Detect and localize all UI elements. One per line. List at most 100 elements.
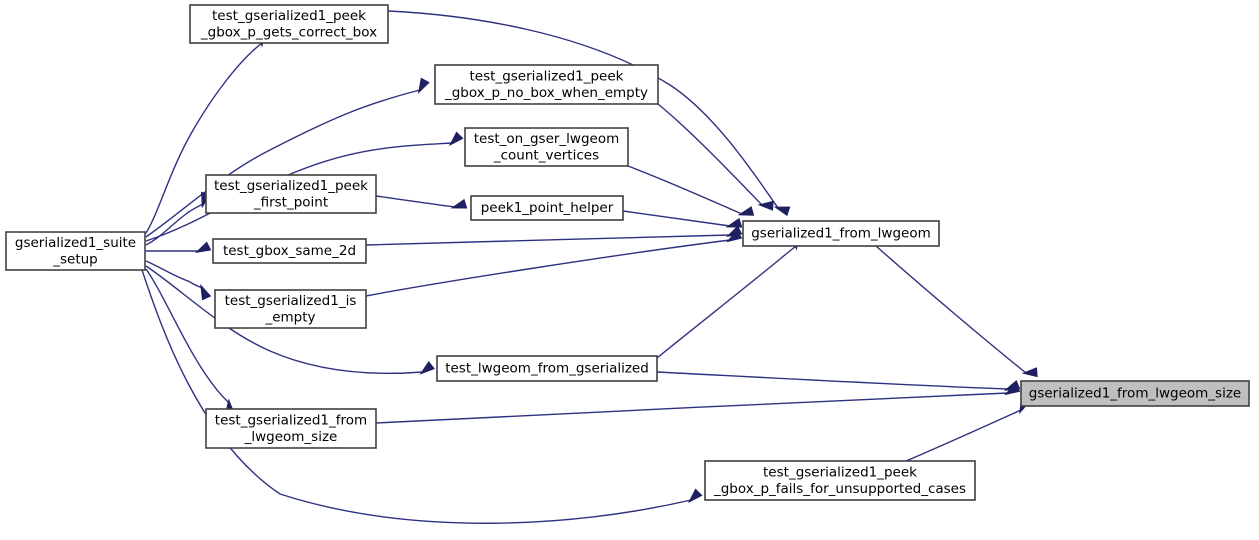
edge-gbox_same_2d-to-gserialized1_from_lwgeom	[365, 225, 743, 246]
edge-suite_setup-to-peek_gbox_no_box_when_empty	[145, 77, 430, 238]
node-test_from_lwgeom_size[interactable]: test_gserialized1_from_lwgeom_size	[205, 408, 377, 449]
node-label: test_gserialized1_is	[225, 293, 357, 309]
edge-lwgeom_from_gserialized-to-gserialized1_from_lwgeom	[656, 234, 800, 359]
arrowhead	[726, 229, 743, 243]
arrowhead	[450, 198, 468, 209]
node-box[interactable]	[742, 220, 940, 247]
node-is_empty[interactable]: test_gserialized1_is_empty	[214, 289, 367, 329]
node-label: _gbox_p_no_box_when_empty	[444, 85, 648, 101]
edge-line	[145, 203, 204, 246]
node-label: test_gserialized1_peek	[470, 68, 624, 84]
edge-suite_setup-to-is_empty	[145, 260, 212, 301]
node-box[interactable]	[436, 355, 658, 382]
edge-line	[145, 42, 263, 234]
node-box[interactable]	[5, 231, 146, 271]
node-gserialized1_from_lwgeom_size[interactable]: gserialized1_from_lwgeom_size	[1020, 380, 1250, 407]
node-box[interactable]	[434, 64, 659, 105]
edge-gserialized1_from_lwgeom-to-gserialized1_from_lwgeom_size	[875, 245, 1038, 378]
edge-line	[145, 260, 203, 289]
edge-is_empty-to-gserialized1_from_lwgeom	[365, 229, 743, 297]
node-peek_gbox_gets_correct_box[interactable]: test_gserialized1_peek_gbox_p_gets_corre…	[189, 4, 389, 44]
edge-suite_setup-to-on_gser_lwgeom_count_vertices	[145, 131, 464, 242]
arrowhead	[419, 361, 435, 375]
node-label: gserialized1_from_lwgeom	[751, 226, 931, 242]
arrowhead	[200, 283, 212, 301]
arrowhead	[448, 131, 464, 147]
edge-line	[145, 265, 424, 375]
node-suite_setup[interactable]: gserialized1_suite_setup	[5, 231, 146, 271]
node-gserialized1_from_lwgeom[interactable]: gserialized1_from_lwgeom	[742, 220, 940, 247]
arrowhead	[417, 77, 430, 94]
arrowhead	[1004, 382, 1021, 396]
edge-peek_gbox_gets_correct_box-to-gserialized1_from_lwgeom	[387, 10, 791, 217]
edge-line	[375, 195, 456, 208]
node-label: test_gserialized1_from	[215, 412, 367, 428]
node-label: _lwgeom_size	[244, 429, 338, 445]
node-box[interactable]	[212, 238, 367, 264]
edge-suite_setup-to-lwgeom_from_gserialized	[145, 265, 435, 375]
edge-line	[387, 10, 779, 209]
edge-line	[141, 269, 692, 524]
node-peek1_point_helper[interactable]: peek1_point_helper	[470, 195, 624, 221]
edge-on_gser_lwgeom_count_vertices-to-gserialized1_from_lwgeom	[627, 165, 755, 216]
node-box[interactable]	[704, 460, 976, 501]
edge-lwgeom_from_gserialized-to-gserialized1_from_lwgeom_size	[656, 371, 1021, 391]
node-label: test_gserialized1_peek	[763, 464, 917, 480]
arrowhead	[194, 241, 212, 254]
node-box[interactable]	[205, 408, 377, 449]
edge-test_from_lwgeom_size-to-gserialized1_from_lwgeom_size	[375, 382, 1021, 424]
node-label: test_lwgeom_from_gserialized	[445, 361, 649, 377]
edge-line	[145, 142, 453, 242]
edge-line	[627, 165, 743, 215]
node-gbox_same_2d[interactable]: test_gbox_same_2d	[212, 238, 367, 264]
node-label: _gbox_p_gets_correct_box	[200, 24, 377, 40]
arrowhead	[737, 206, 755, 216]
edge-line	[905, 409, 1022, 462]
node-box[interactable]	[214, 289, 367, 329]
edge-line	[657, 103, 763, 206]
node-label: _count_vertices	[493, 147, 599, 163]
node-peek_gbox_no_box_when_empty[interactable]: test_gserialized1_peek_gbox_p_no_box_whe…	[434, 64, 659, 105]
node-lwgeom_from_gserialized[interactable]: test_lwgeom_from_gserialized	[436, 355, 658, 382]
node-label: peek1_point_helper	[481, 200, 614, 216]
node-label: test_gserialized1_peek	[212, 8, 366, 24]
node-label: gserialized1_from_lwgeom_size	[1029, 386, 1241, 402]
edge-line	[365, 239, 731, 297]
node-box[interactable]	[1020, 380, 1250, 407]
edge-suite_setup-to-gbox_same_2d	[146, 241, 212, 254]
edge-peek_gbox_fails_unsupported-to-gserialized1_from_lwgeom_size	[905, 397, 1031, 462]
node-box[interactable]	[205, 174, 377, 214]
node-on_gser_lwgeom_count_vertices[interactable]: test_on_gser_lwgeom_count_vertices	[464, 127, 629, 167]
node-label: _gbox_p_fails_for_unsupported_cases	[713, 481, 966, 497]
node-peek_gbox_fails_unsupported[interactable]: test_gserialized1_peek_gbox_p_fails_for_…	[704, 460, 976, 501]
node-label: _first_point	[253, 194, 328, 210]
node-box[interactable]	[470, 195, 624, 221]
arrowhead	[725, 217, 743, 228]
edge-peek_first_point-to-peek1_point_helper	[375, 195, 468, 209]
arrowhead	[687, 488, 703, 504]
edge-line	[145, 89, 421, 238]
arrowhead	[1021, 367, 1038, 378]
edge-line	[656, 245, 797, 359]
arrowhead	[773, 206, 791, 217]
node-box[interactable]	[189, 4, 389, 44]
edge-line	[365, 234, 731, 246]
node-peek_first_point[interactable]: test_gserialized1_peek_first_point	[205, 174, 377, 214]
edge-peek_gbox_no_box_when_empty-to-gserialized1_from_lwgeom	[657, 103, 774, 211]
edge-peek1_point_helper-to-gserialized1_from_lwgeom	[622, 210, 743, 228]
node-label: test_on_gser_lwgeom	[474, 131, 620, 147]
edge-line	[375, 392, 1009, 424]
edge-line	[145, 268, 230, 404]
nodes-layer: gserialized1_suite_setup test_gserialized…	[5, 4, 1250, 501]
node-label: gserialized1_suite	[15, 235, 136, 251]
edge-line	[622, 210, 731, 227]
edge-line	[656, 371, 1009, 390]
arrowhead	[757, 200, 774, 211]
node-label: _setup	[52, 251, 98, 267]
node-box[interactable]	[464, 127, 629, 167]
edge-line	[875, 245, 1027, 374]
node-label: test_gserialized1_peek	[214, 178, 368, 194]
node-label: _empty	[264, 309, 315, 325]
